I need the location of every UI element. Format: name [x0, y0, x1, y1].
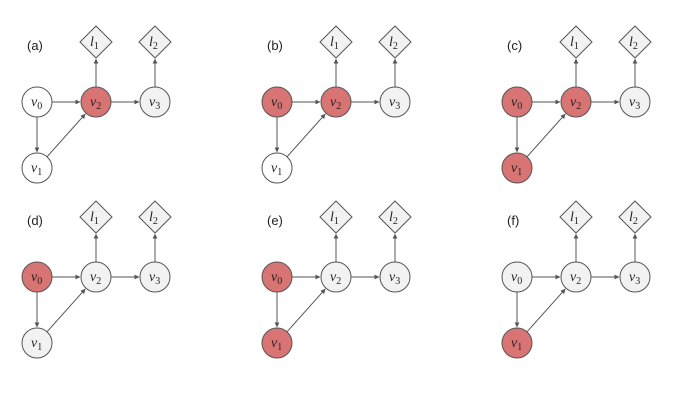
panel-label: (c) [507, 38, 522, 53]
node-v2 [320, 261, 352, 293]
node-v0 [261, 86, 293, 118]
node-v3 [619, 86, 651, 118]
node-label-v1: v1 [271, 336, 282, 353]
node-l2 [618, 25, 652, 59]
node-label-v3: v3 [389, 95, 400, 112]
panel-f: (f) v0 v1 v2 v3 l1 l2 [501, 200, 652, 359]
node-label-v1: v1 [271, 161, 282, 178]
node-label-l2: l2 [149, 210, 158, 227]
node-l2 [618, 200, 652, 234]
node-label-l2: l2 [389, 210, 398, 227]
node-label-l2: l2 [149, 35, 158, 52]
node-v0 [501, 86, 533, 118]
node-label-l2: l2 [389, 35, 398, 52]
node-l2 [138, 25, 172, 59]
node-label-v2: v2 [570, 270, 581, 287]
node-v1 [261, 152, 293, 184]
node-label-l2: l2 [629, 35, 638, 52]
edge-v1-v2 [286, 113, 326, 158]
node-v2 [320, 86, 352, 118]
node-v3 [379, 86, 411, 118]
node-label-l1: l1 [570, 210, 579, 227]
node-v1 [501, 152, 533, 184]
node-label-v2: v2 [90, 95, 101, 112]
node-label-v0: v0 [511, 95, 522, 112]
edge-v1-v2 [526, 113, 566, 158]
panel-label: (a) [27, 38, 43, 53]
node-v2 [80, 86, 112, 118]
node-label-l1: l1 [330, 210, 339, 227]
node-label-v0: v0 [31, 270, 42, 287]
node-l2 [378, 200, 412, 234]
node-v1 [501, 327, 533, 359]
node-label-v0: v0 [271, 270, 282, 287]
node-v1 [261, 327, 293, 359]
node-v1 [21, 152, 53, 184]
node-v2 [560, 261, 592, 293]
node-label-l1: l1 [330, 35, 339, 52]
node-label-v0: v0 [511, 270, 522, 287]
node-v3 [139, 261, 171, 293]
node-l1 [319, 25, 353, 59]
panel-d: (d) v0 v1 v2 v3 l1 l2 [21, 200, 172, 359]
panel-e: (e) v0 v1 v2 v3 l1 l2 [261, 200, 412, 359]
edge-v1-v2 [286, 288, 326, 333]
node-label-v1: v1 [31, 161, 42, 178]
node-l1 [79, 200, 113, 234]
node-label-l1: l1 [90, 35, 99, 52]
node-label-v1: v1 [511, 161, 522, 178]
node-label-l1: l1 [90, 210, 99, 227]
node-label-v0: v0 [31, 95, 42, 112]
panel-a: (a) v0 v1 v2 v3 l1 l2 [21, 25, 172, 184]
node-l1 [559, 25, 593, 59]
node-v0 [21, 261, 53, 293]
node-label-v2: v2 [330, 270, 341, 287]
node-label-l1: l1 [570, 35, 579, 52]
node-label-v1: v1 [511, 336, 522, 353]
node-label-v2: v2 [330, 95, 341, 112]
node-label-l2: l2 [629, 210, 638, 227]
node-l2 [138, 200, 172, 234]
node-v2 [560, 86, 592, 118]
edge-v1-v2 [46, 113, 86, 158]
node-l2 [378, 25, 412, 59]
panel-label: (d) [27, 213, 43, 228]
panel-c: (c) v0 v1 v2 v3 l1 l2 [501, 25, 652, 184]
node-l1 [319, 200, 353, 234]
panel-label: (e) [267, 213, 283, 228]
node-label-v3: v3 [149, 270, 160, 287]
node-label-v3: v3 [629, 95, 640, 112]
node-v0 [261, 261, 293, 293]
node-v1 [21, 327, 53, 359]
node-v0 [21, 86, 53, 118]
edge-v1-v2 [46, 288, 86, 333]
node-label-v1: v1 [31, 336, 42, 353]
panel-label: (f) [507, 213, 519, 228]
node-label-v0: v0 [271, 95, 282, 112]
node-label-v2: v2 [90, 270, 101, 287]
node-label-v3: v3 [389, 270, 400, 287]
node-l1 [559, 200, 593, 234]
node-v2 [80, 261, 112, 293]
node-label-v2: v2 [570, 95, 581, 112]
node-label-v3: v3 [629, 270, 640, 287]
edge-v1-v2 [526, 288, 566, 333]
node-v3 [379, 261, 411, 293]
node-v0 [501, 261, 533, 293]
panel-label: (b) [267, 38, 283, 53]
node-label-v3: v3 [149, 95, 160, 112]
node-v3 [619, 261, 651, 293]
node-v3 [139, 86, 171, 118]
node-l1 [79, 25, 113, 59]
panel-b: (b) v0 v1 v2 v3 l1 l2 [261, 25, 412, 184]
